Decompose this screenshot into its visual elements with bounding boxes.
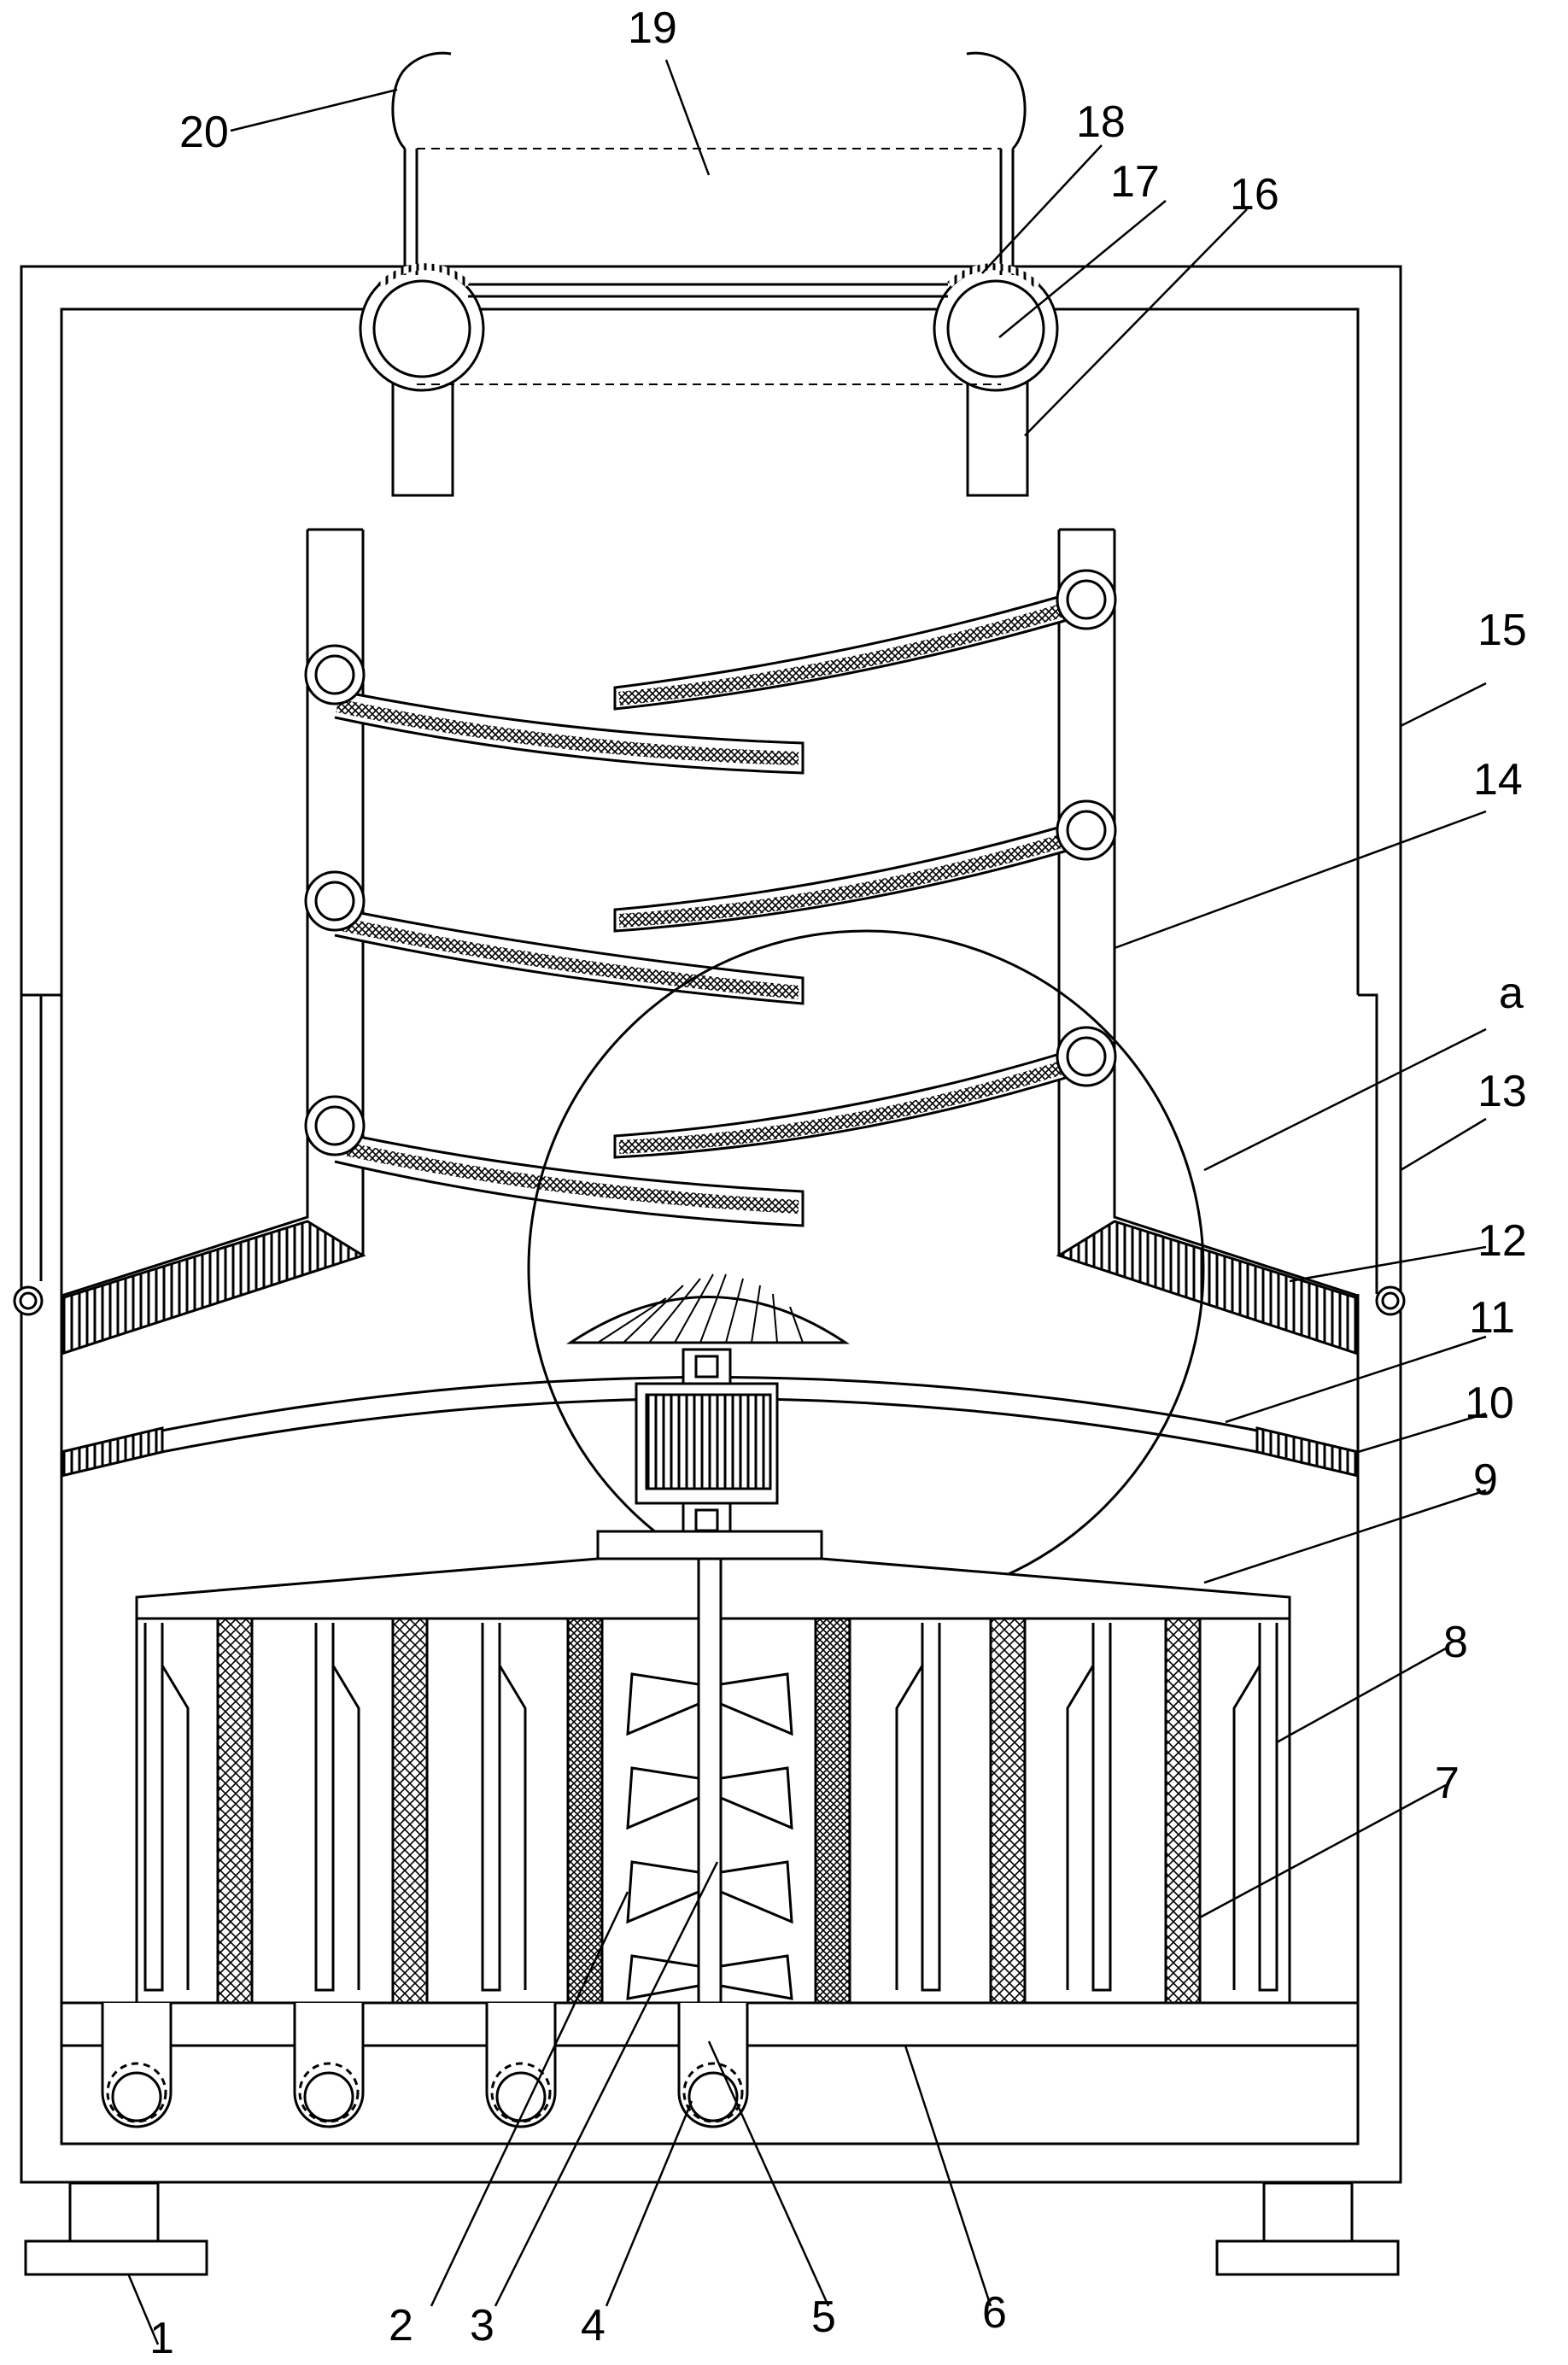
foot-right <box>1215 2181 1400 2276</box>
stirring-shaft <box>626 1557 793 2005</box>
label-15: 15 <box>1477 606 1527 655</box>
foot-left <box>24 2181 208 2276</box>
part-labels: 1 2 3 4 5 6 7 8 9 10 11 12 13 14 15 16 1… <box>149 3 1527 2363</box>
label-20: 20 <box>179 108 229 157</box>
label-4: 4 <box>581 2301 606 2350</box>
slope-plate-left <box>60 1220 366 1356</box>
label-7: 7 <box>1435 1759 1460 1808</box>
label-9: 9 <box>1473 1455 1498 1505</box>
label-a: a <box>1499 969 1524 1018</box>
label-6: 6 <box>982 2288 1007 2338</box>
feed-assembly <box>359 51 1059 497</box>
label-10: 10 <box>1465 1379 1514 1428</box>
leader-lines <box>126 59 1487 2345</box>
slope-plate-right <box>1056 1220 1360 1356</box>
outer-housing <box>20 265 1402 2184</box>
label-16: 16 <box>1230 170 1279 220</box>
label-2: 2 <box>389 2301 413 2350</box>
label-1: 1 <box>149 2314 174 2361</box>
hinge-right <box>1375 1285 1406 1316</box>
label-14: 14 <box>1473 755 1523 805</box>
label-18: 18 <box>1076 97 1126 147</box>
outlet-pipes <box>101 2003 749 2128</box>
hinge-left <box>13 1285 44 1316</box>
label-11: 11 <box>1469 1293 1515 1343</box>
label-12: 12 <box>1477 1216 1527 1266</box>
deflector-plates <box>304 569 1117 1227</box>
label-5: 5 <box>811 2292 836 2342</box>
label-8: 8 <box>1443 1618 1468 1667</box>
spreader-motor <box>566 1273 850 1539</box>
label-13: 13 <box>1477 1067 1527 1116</box>
arc-screen <box>60 1376 1360 1478</box>
label-3: 3 <box>470 2301 494 2350</box>
label-19: 19 <box>628 3 677 53</box>
label-17: 17 <box>1110 157 1160 207</box>
